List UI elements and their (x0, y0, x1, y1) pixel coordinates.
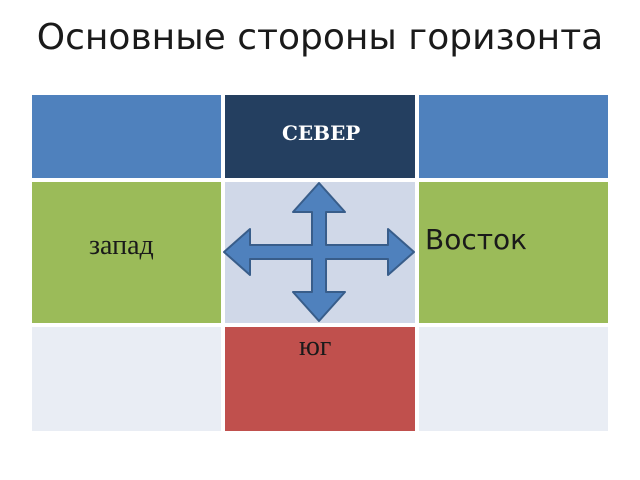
east-label: Восток (425, 223, 528, 256)
west-label: запад (89, 230, 154, 261)
south-label: юг (299, 331, 332, 362)
four-way-arrow-icon (223, 182, 415, 322)
cell-bottom-right (417, 325, 610, 433)
cell-top-right (417, 93, 610, 180)
cell-west: запад (30, 180, 223, 325)
cell-north: СЕВЕР (223, 93, 417, 180)
cell-top-left (30, 93, 223, 180)
cell-south: юг (223, 325, 417, 433)
north-label: СЕВЕР (282, 121, 361, 145)
slide-title: Основные стороны горизонта (36, 17, 604, 58)
cell-east: Восток (417, 180, 610, 325)
cell-bottom-left (30, 325, 223, 433)
